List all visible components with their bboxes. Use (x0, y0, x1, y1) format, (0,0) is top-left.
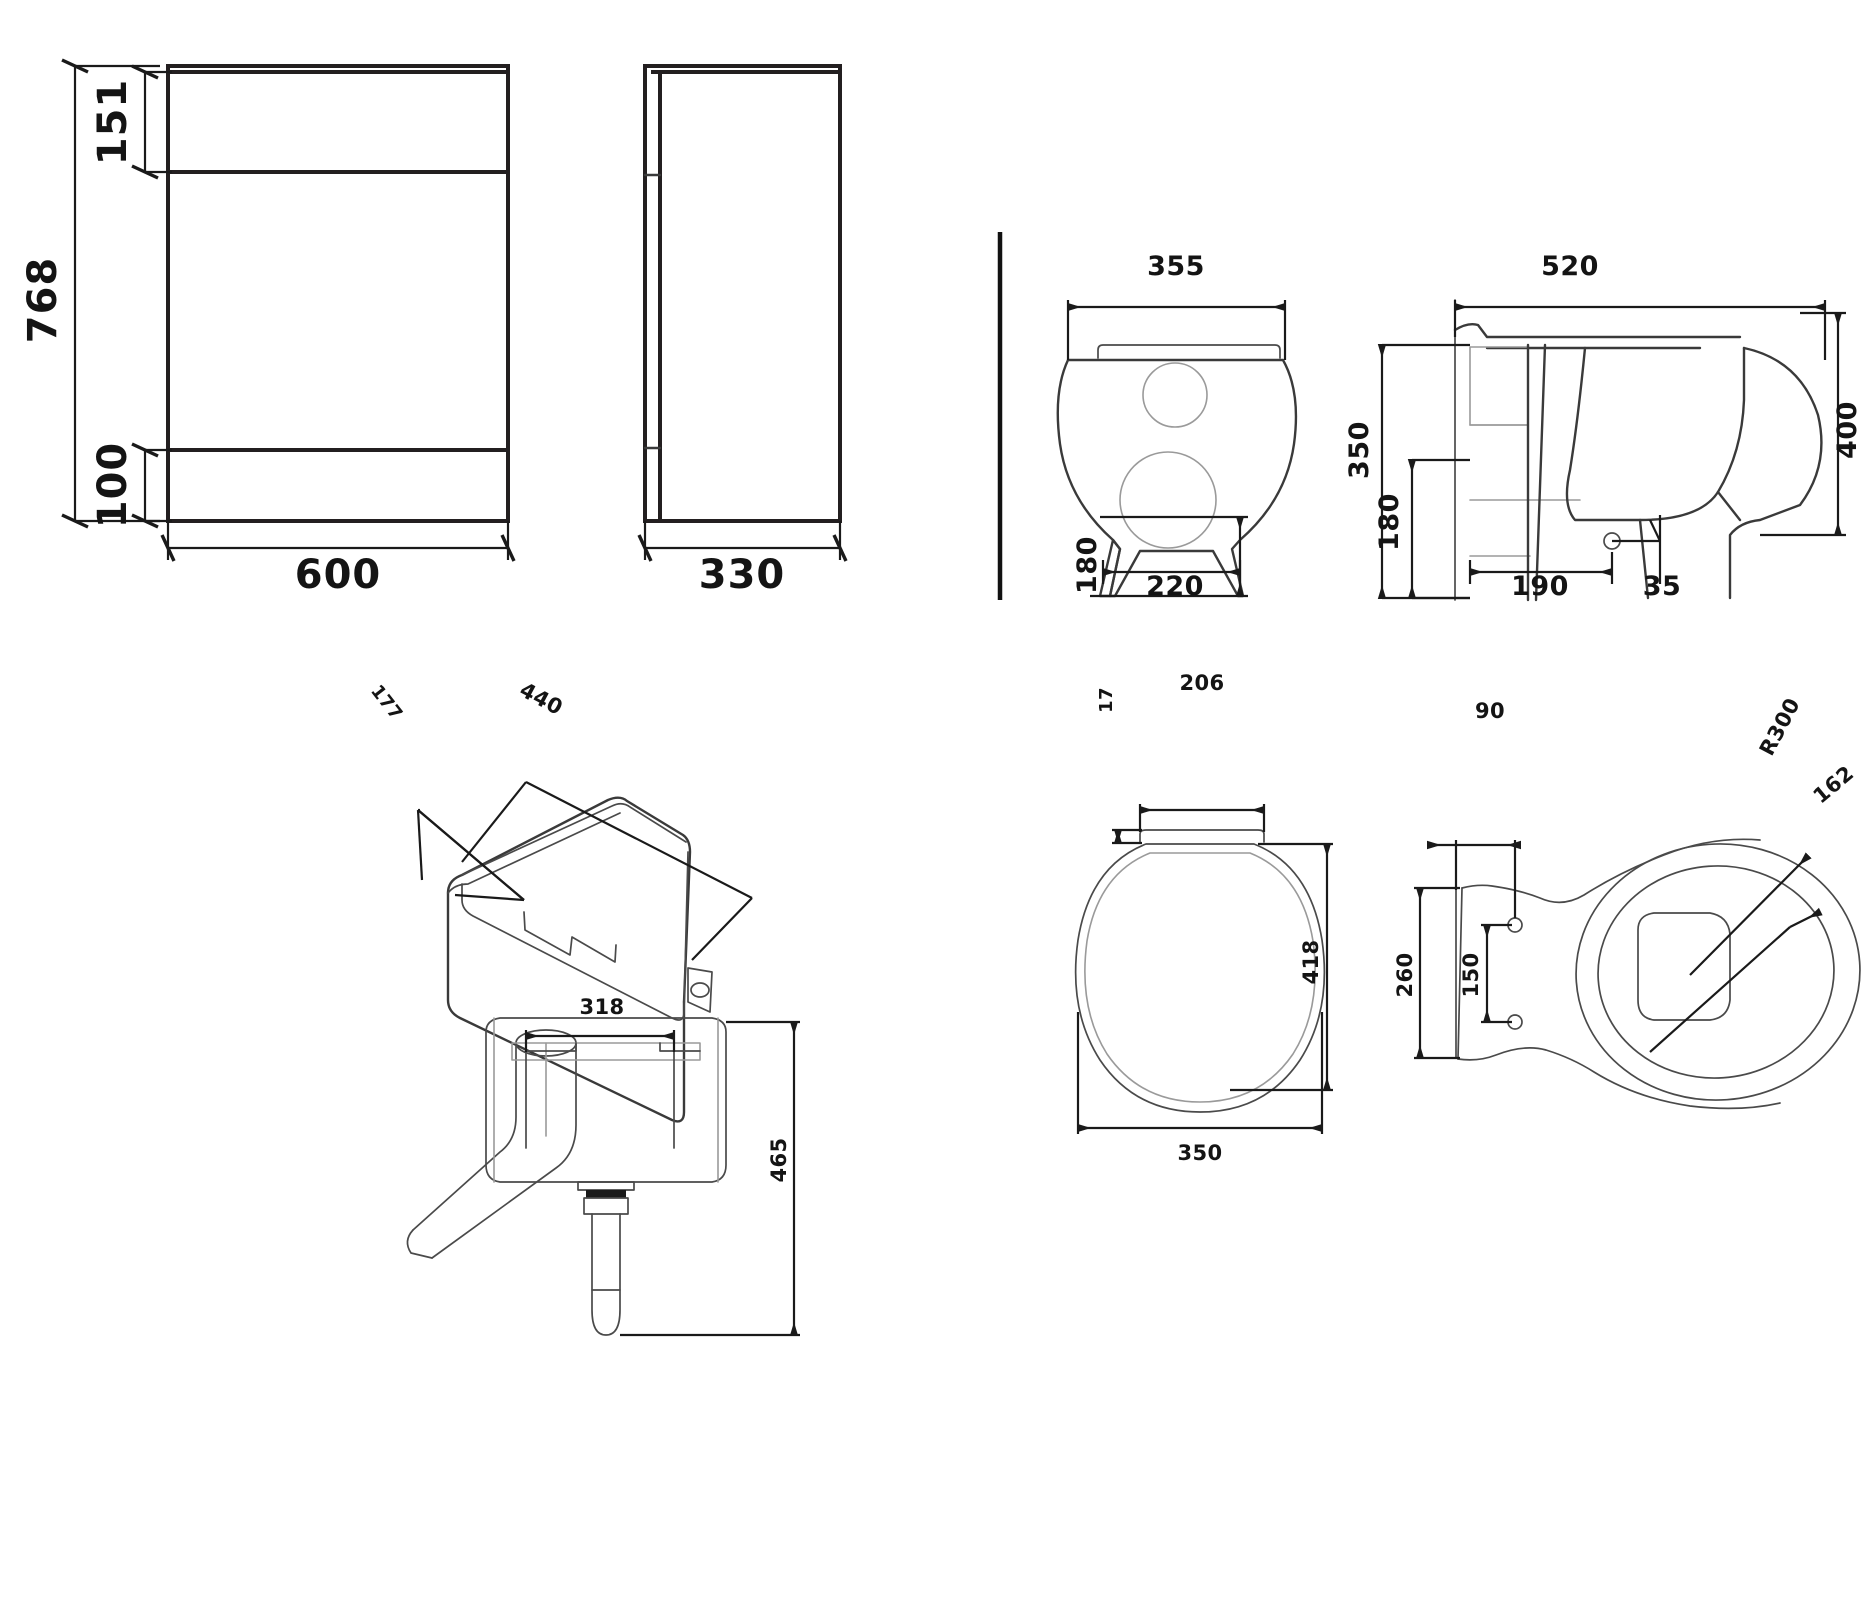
view-unit-front-elevation (61, 58, 516, 562)
dimension-label-90: 90 (1475, 699, 1505, 723)
dimension-label-768: 768 (20, 257, 66, 344)
dimension-label-180-front-v: 180 (1072, 536, 1103, 594)
dimension-318 (524, 1030, 676, 1052)
dimension-label-177: 177 (366, 681, 406, 724)
view-seat-plan (1074, 804, 1333, 1134)
dimension-520 (1453, 300, 1827, 360)
dimension-17 (1112, 828, 1142, 845)
dimension-151 (131, 64, 172, 180)
dimension-label-150: 150 (1459, 952, 1483, 997)
dimension-190 (1468, 552, 1614, 584)
dimension-600 (160, 521, 516, 562)
seat-detail-body (1455, 838, 1861, 1110)
dimension-label-465: 465 (767, 1137, 791, 1182)
dimension-177 (416, 808, 525, 902)
dimension-330 (637, 521, 848, 562)
dimension-label-418: 418 (1299, 939, 1323, 984)
dimension-180-side (1407, 458, 1470, 600)
dimension-label-260: 260 (1393, 952, 1417, 997)
dimension-label-520: 520 (1541, 251, 1599, 282)
dimension-355 (1066, 300, 1287, 360)
view-unit-side-elevation (637, 64, 848, 562)
dimension-label-180-side: 180 (1374, 493, 1405, 551)
dimension-150 (1481, 923, 1512, 1024)
unit-front-body (166, 64, 510, 523)
dimension-label-R300: R300 (1755, 694, 1805, 760)
dimension-label-318: 318 (579, 995, 624, 1019)
dimension-465 (620, 1020, 800, 1337)
dimension-206 (1138, 804, 1266, 832)
dimension-label-17: 17 (1096, 687, 1117, 713)
cistern-front-body (485, 1017, 727, 1336)
dimension-220 (1101, 560, 1242, 584)
dimension-90 (1427, 840, 1521, 918)
view-seat-detail-plan (1414, 838, 1861, 1110)
pan-side-body (1453, 299, 1823, 602)
dimension-400 (1760, 311, 1846, 537)
cistern-iso-body (406, 796, 713, 1259)
dimension-350-seat (1076, 1012, 1324, 1134)
view-cistern-front-elevation (485, 1017, 800, 1337)
dimension-440 (461, 781, 753, 961)
dimension-35 (1612, 515, 1662, 584)
view-pan-side-elevation (1377, 299, 1846, 602)
dimension-label-350-pan: 350 (1344, 421, 1375, 479)
dimension-label-330: 330 (699, 552, 786, 598)
dimension-label-355: 355 (1147, 251, 1205, 282)
dimension-label-440: 440 (516, 678, 567, 720)
dimension-100 (131, 442, 172, 529)
dimension-label-400: 400 (1832, 401, 1862, 459)
dimension-label-206: 206 (1179, 671, 1224, 695)
seat-plan-body (1074, 829, 1326, 1113)
dimension-label-162: 162 (1809, 761, 1859, 808)
view-cistern-isometric (406, 781, 753, 1259)
dimension-350-pan (1377, 343, 1470, 600)
dimension-label-151: 151 (90, 79, 136, 166)
dimension-label-600: 600 (295, 552, 382, 598)
dimension-418 (1230, 842, 1333, 1092)
dimension-label-100: 100 (90, 442, 136, 529)
view-pan-front-elevation (1056, 300, 1298, 598)
dimension-260 (1414, 886, 1460, 1060)
unit-side-body (643, 64, 842, 523)
